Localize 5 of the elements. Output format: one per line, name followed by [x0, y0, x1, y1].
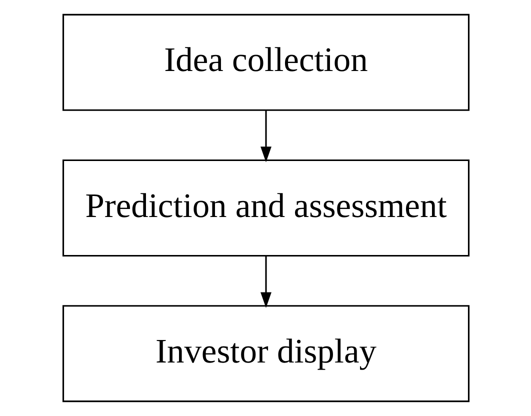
node-box: Investor display [62, 305, 470, 402]
node-box: Prediction and assessment [62, 159, 470, 257]
arrow [260, 110, 271, 162]
arrow [260, 256, 271, 308]
node-box: Idea collection [62, 14, 470, 111]
